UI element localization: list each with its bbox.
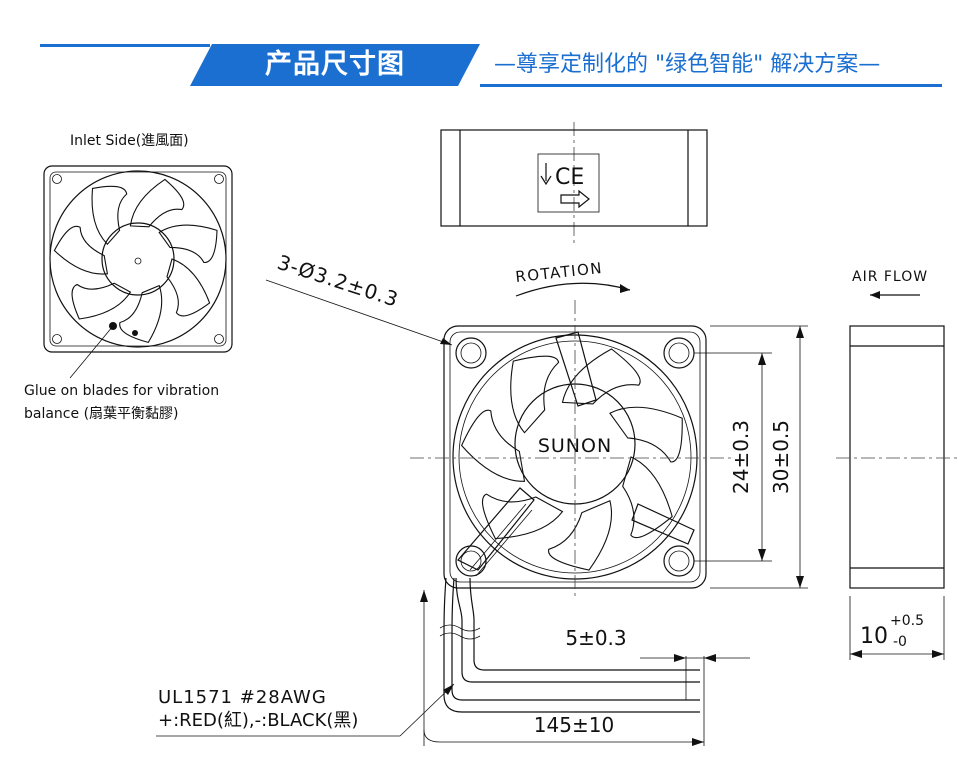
- mount-hole-br: [663, 545, 695, 577]
- wire-spec-label: UL1571 #28AWG: [158, 687, 327, 708]
- glue-leader: [69, 325, 114, 379]
- rotation-label: ROTATION: [515, 259, 604, 286]
- fan-venturi-inner: [458, 340, 692, 574]
- rotation-arrow-head: [620, 284, 630, 293]
- front-blade-5: [510, 355, 560, 434]
- side-view-outline: [849, 325, 945, 589]
- glue-note-line2: balance (扇葉平衡黏膠): [24, 406, 179, 422]
- front-view: 3-Ø3.2±0.3 ROTATION SUNON: [265, 250, 735, 600]
- front-blade-7: [609, 406, 683, 463]
- dim-label-5: 5±0.3: [565, 626, 626, 650]
- top-view-outline: [440, 129, 708, 227]
- inlet-hole-tl: [52, 174, 62, 184]
- mount-hole-tr: [663, 337, 695, 369]
- dim-label-10: 10: [860, 624, 888, 649]
- wire-black-edge: [443, 577, 700, 713]
- dim-label-30: 30±0.5: [769, 420, 793, 494]
- wire-break-mark: [439, 624, 481, 640]
- wire-channel: [469, 503, 533, 577]
- inlet-hole-tr: [214, 174, 224, 184]
- wire-black: [451, 577, 700, 701]
- header-rule-left: [40, 44, 210, 47]
- lead-origin-arrow: [420, 590, 428, 602]
- down-arrow-icon: [540, 163, 552, 186]
- top-view: CE: [440, 122, 708, 246]
- inlet-side-view: Inlet Side(進風面) Glue on blades for vibra…: [24, 133, 233, 422]
- inlet-hub: [101, 222, 175, 296]
- page-title: 产品尺寸图: [265, 49, 405, 80]
- glue-dot-2: [132, 330, 138, 336]
- ce-mark-icon: CE: [555, 165, 584, 190]
- dimension-drawing: Inlet Side(進風面) Glue on blades for vibra…: [24, 122, 960, 746]
- mount-hole-tl: [455, 337, 487, 369]
- inlet-blade-1: [166, 258, 211, 317]
- lead-wires: 5±0.3 145±10 UL1571 #28AWG +:RED(紅),-:BL…: [156, 577, 750, 746]
- dim-line-145: [423, 729, 704, 743]
- inlet-venturi: [49, 170, 227, 348]
- dim-label-24: 24±0.3: [729, 420, 753, 494]
- inlet-blade-3: [71, 282, 132, 320]
- inlet-blade-7: [158, 224, 218, 264]
- vertical-dimensions: 24±0.3 30±0.5: [694, 325, 808, 589]
- dim-label-10-minus: -0: [893, 634, 907, 650]
- front-blade-6: [561, 348, 641, 405]
- strut-top: [555, 331, 597, 407]
- mount-hole-tl-inner: [460, 342, 482, 364]
- front-blades: [460, 348, 683, 571]
- glue-note-line1: Glue on blades for vibration: [24, 383, 219, 399]
- hole-spec-leader: [265, 279, 453, 346]
- front-blade-2: [548, 500, 613, 571]
- brand-label: SUNON: [538, 435, 612, 457]
- wire-note-arrow: [443, 684, 454, 695]
- wire-red: [455, 577, 700, 683]
- front-blade-3: [481, 493, 564, 540]
- front-blade-4: [460, 409, 526, 482]
- inlet-blade-4: [53, 225, 109, 275]
- dim-arrow-145: [692, 738, 704, 746]
- inlet-frame: [43, 165, 233, 353]
- inlet-blade-5: [91, 185, 128, 246]
- dim-arrows-5: [674, 654, 716, 662]
- right-arrow-icon: [560, 189, 590, 209]
- dim-label-145: 145±10: [534, 713, 614, 737]
- inlet-blade-2: [119, 284, 163, 344]
- title-banner: 产品尺寸图: [190, 44, 480, 86]
- airflow-label: AIR FLOW: [852, 269, 928, 285]
- mount-hole-tr-inner: [668, 342, 690, 364]
- page-subtitle: —尊享定制化的 "绿色智能" 解决方案—: [494, 52, 881, 77]
- inlet-hole-br: [214, 334, 224, 344]
- header-rule-right: [480, 84, 942, 87]
- side-view: AIR FLOW 10 +0.5 -0: [836, 269, 960, 660]
- strut-wire: [457, 487, 535, 571]
- title-banner-shape: [190, 44, 480, 86]
- inlet-blade-6: [129, 178, 185, 228]
- hole-spec-arrow: [440, 338, 452, 345]
- inlet-blades: [53, 178, 218, 344]
- front-blade-1: [622, 456, 673, 539]
- inlet-side-label: Inlet Side(進風面): [70, 133, 189, 149]
- inlet-hole-bl: [52, 334, 62, 344]
- airflow-arrow-head: [870, 291, 880, 299]
- mount-hole-bl: [455, 545, 487, 577]
- hole-spec-label: 3-Ø3.2±0.3: [274, 250, 401, 312]
- wire-colors-label: +:RED(紅),-:BLACK(黑): [158, 710, 358, 731]
- ce-label-box: [537, 153, 600, 213]
- wire-red-edge: [469, 577, 700, 671]
- inlet-hub-center: [134, 257, 142, 265]
- mount-hole-br-inner: [668, 550, 690, 572]
- dim-label-10-plus: +0.5: [890, 613, 924, 629]
- wire-note-leader: [399, 683, 455, 737]
- strut-right: [631, 503, 695, 545]
- rotation-arrow-icon: [515, 282, 631, 297]
- header: 产品尺寸图 —尊享定制化的 "绿色智能" 解决方案—: [0, 0, 980, 100]
